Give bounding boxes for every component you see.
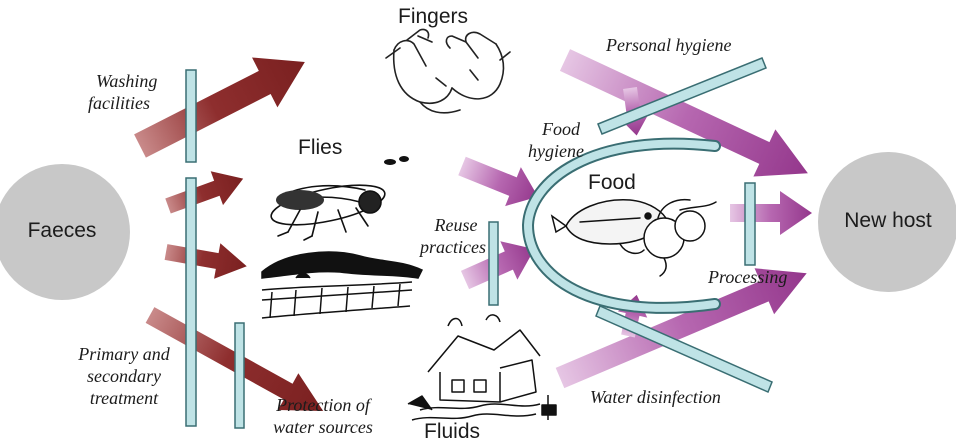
washing-facilities-label: Washing facilities	[96, 70, 157, 114]
new-host-label: New host	[828, 210, 948, 232]
field-landscape-icon	[262, 252, 422, 318]
reuse-practices-line1: Reuse	[426, 214, 486, 236]
water-disinfection-label: Water disinfection	[590, 386, 721, 408]
washing-facilities-line2: facilities	[88, 92, 157, 114]
arrow-faeces-to-flies	[162, 162, 249, 223]
treatment-line2: secondary	[54, 365, 194, 387]
personal-hygiene-label: Personal hygiene	[606, 34, 731, 56]
flies-label: Flies	[298, 137, 342, 159]
faeces-label: Faeces	[22, 220, 102, 242]
barrier-washing-facilities	[186, 70, 196, 162]
barrier-protection-water-sources	[235, 323, 244, 428]
hands-icon	[386, 29, 510, 112]
arrow-faeces-to-fields	[163, 234, 250, 284]
washing-facilities-line1: Washing	[96, 70, 157, 92]
barrier-processing	[745, 183, 755, 265]
reuse-practices-label: Reuse practices	[420, 214, 486, 258]
house-water-icon	[408, 315, 556, 420]
protection-line1: Protection of	[258, 394, 388, 416]
food-hygiene-line2: hygiene	[528, 140, 584, 162]
protection-water-sources-label: Protection of water sources	[258, 394, 388, 438]
treatment-line3: treatment	[54, 387, 194, 409]
food-label: Food	[588, 172, 636, 194]
small-fly-icon	[384, 156, 409, 165]
fly-icon	[268, 177, 388, 240]
reuse-practices-line2: practices	[420, 236, 486, 258]
food-hygiene-label: Food hygiene	[528, 118, 584, 162]
protection-line2: water sources	[258, 416, 388, 438]
arrow-food-to-new-host	[730, 191, 812, 235]
fingers-label: Fingers	[398, 6, 468, 28]
food-hygiene-line1: Food	[538, 118, 584, 140]
barrier-reuse-practices	[489, 222, 498, 305]
treatment-label: Primary and secondary treatment	[54, 343, 194, 409]
treatment-line1: Primary and	[54, 343, 194, 365]
fluids-label: Fluids	[424, 421, 480, 443]
processing-label: Processing	[708, 266, 787, 288]
food-produce-icon	[552, 200, 716, 276]
